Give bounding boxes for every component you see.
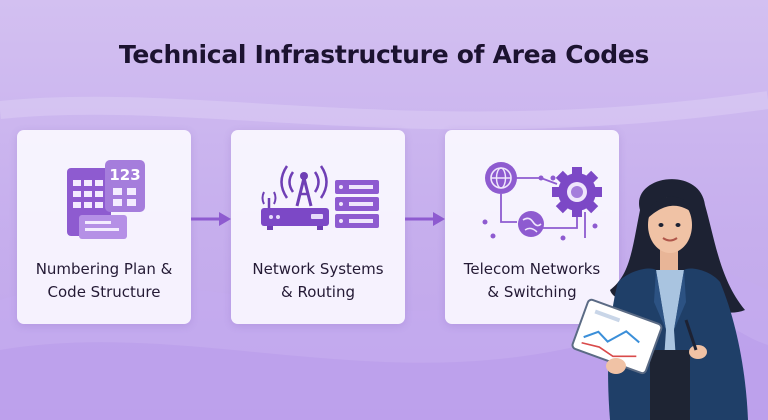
- step-label-line2: Code Structure: [47, 283, 161, 301]
- page-title: Technical Infrastructure of Area Codes: [118, 40, 650, 69]
- step-label-line2: & Switching: [487, 283, 577, 301]
- flow-arrow-icon: [405, 212, 445, 226]
- step-card-numbering-plan: 123 Numbering Plan & Code Structure: [17, 130, 191, 324]
- step-label-line1: Telecom Networks: [463, 260, 601, 278]
- step-label: Numbering Plan & Code Structure: [17, 258, 191, 304]
- step-card-telecom-switching: Telecom Networks & Switching: [445, 130, 619, 324]
- step-card-network-routing: Network Systems & Routing: [231, 130, 405, 324]
- step-label-line1: Numbering Plan &: [35, 260, 173, 278]
- network-switching-icon: [482, 162, 602, 241]
- step-label: Network Systems & Routing: [231, 258, 405, 304]
- step-label: Telecom Networks & Switching: [445, 258, 619, 304]
- presenter-illustration: [571, 179, 748, 420]
- router-server-icon: [261, 165, 379, 230]
- flow-arrow-icon: [191, 212, 231, 226]
- number-badge: 123: [109, 166, 140, 184]
- numbering-plan-icon: 123: [67, 160, 145, 239]
- step-label-line2: & Routing: [281, 283, 355, 301]
- step-label-line1: Network Systems: [252, 260, 384, 278]
